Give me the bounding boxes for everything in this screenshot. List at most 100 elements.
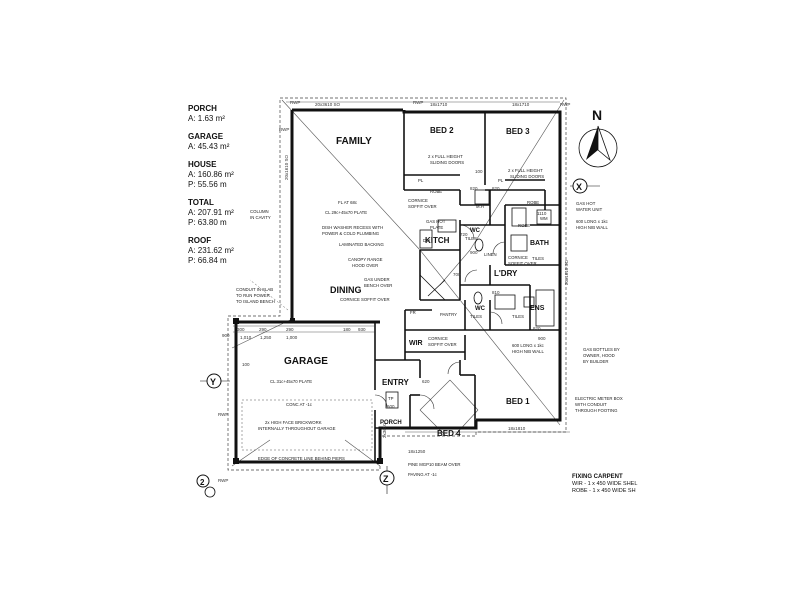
- north-label: N: [592, 107, 602, 123]
- dim-1110: 1110: [537, 211, 547, 216]
- dim-600: 600: [387, 404, 395, 409]
- dim-900-a: 900: [470, 250, 478, 255]
- dim-top-1: 20x3610 SO: [315, 102, 341, 107]
- piers: [233, 318, 383, 464]
- dim-810: 810: [492, 290, 500, 295]
- area-schedule: PORCH A: 1.63 m² GARAGE A: 45.43 m² HOUS…: [188, 104, 278, 274]
- label-robe-2: ROBE: [527, 200, 539, 205]
- dim-1000: 1,000: [286, 335, 298, 340]
- svg-text:Z: Z: [383, 474, 389, 484]
- garage-dash: [241, 279, 373, 451]
- dim-820-c: 820: [533, 326, 541, 331]
- dim-300: 300: [237, 327, 245, 332]
- note-conc: CONC AT -1c: [286, 402, 313, 407]
- room-porch: PORCH: [380, 420, 402, 426]
- note-tiles-1: TILES: [465, 236, 477, 241]
- note-cornice-1b: SOFFIT OVER: [408, 204, 437, 209]
- north-arrow: N: [578, 107, 618, 168]
- room-ldry: L'DRY: [494, 269, 518, 278]
- note-nib-wall-1: 600 LONG x 1kc: [576, 219, 609, 224]
- note-paving: PAVING AT -1c: [408, 472, 438, 477]
- note-gas-hot-plate: GAS HOT: [426, 219, 446, 224]
- dim-100-b: 100: [242, 362, 250, 367]
- note-nib-wall-1b: HIGH NIB WALL: [576, 225, 608, 230]
- area-house: HOUSE A: 160.86 m² P: 55.56 m: [188, 160, 234, 189]
- note-flat: FL AT 68c: [338, 200, 358, 205]
- note-clplate: CL 29c+45x70 PLATE: [325, 210, 367, 215]
- note-nib-wall-2b: HIGH NIB WALL: [512, 349, 544, 354]
- note-edge: EDGE OF CONCRETE LINE BEHIND PIERS: [258, 456, 345, 461]
- note-gas-hot-plate-2: PLATE: [430, 225, 443, 230]
- note-sliding-1b: SLIDING DOORS: [430, 160, 464, 165]
- note-conduit-3: TO ISLAND BENCH: [236, 299, 275, 304]
- dim-rwp-5: RWP: [218, 478, 228, 483]
- note-tiles-2: TILES: [532, 256, 544, 261]
- section-marker-y: Y: [200, 373, 230, 389]
- note-tp: TP: [388, 396, 394, 401]
- dim-100-a: 100: [475, 169, 483, 174]
- fixtures: [385, 189, 555, 409]
- note-face-brick-2: INTERNALLY THROUGHOUT GARAGE: [258, 426, 336, 431]
- dim-bot-2: 18x1810: [508, 426, 526, 431]
- room-ens: ENS: [530, 305, 545, 312]
- room-kitch: KITCH: [425, 236, 450, 245]
- note-cornice-1: CORNICE: [408, 198, 428, 203]
- note-meter-3: THROUGH FOOTING: [575, 408, 618, 413]
- room-pantry: PANTRY: [440, 312, 457, 317]
- note-cornice-4b: SOFFIT OVER: [508, 261, 537, 266]
- room-bath: BATH: [530, 240, 549, 247]
- external-walls: [234, 108, 562, 464]
- dim-290-a: 290: [259, 327, 267, 332]
- dim-720: 720: [460, 232, 468, 237]
- label-pl-2: PL: [498, 178, 504, 183]
- dim-rwp-4: RWP: [279, 127, 289, 132]
- label-robe-1: ROBE: [430, 189, 442, 194]
- svg-text:Y: Y: [210, 377, 216, 387]
- dim-1250: 1,250: [260, 335, 272, 340]
- internal-walls: [374, 112, 560, 462]
- note-sliding-2: 2 x FULL HEIGHT: [508, 168, 543, 173]
- note-mh: M.H: [476, 204, 484, 209]
- svg-text:2: 2: [200, 478, 205, 487]
- note-gas-hot-water: GAS HOT: [576, 201, 596, 206]
- dim-rwp-3: RWP: [560, 102, 570, 107]
- note-cornice-2: CORNICE SOFFIT OVER: [340, 297, 390, 302]
- note-gas-hot-water-2: WATER UNIT: [576, 207, 603, 212]
- section-marker-x: X: [570, 178, 600, 194]
- dim-1010: 1,010: [240, 335, 252, 340]
- dim-bot-1: 18x1250: [408, 449, 426, 454]
- dim-left-1: 20x1610 SO: [284, 154, 289, 180]
- label-pl-1: PL: [418, 178, 424, 183]
- note-cornice-4: CORNICE: [508, 255, 528, 260]
- dimension-lines: [233, 101, 570, 433]
- room-wc-2: WC: [475, 306, 486, 312]
- note-conduit: CONDUIT IN SLAB: [236, 287, 273, 292]
- note-dishwasher: DISH WASHER RECESS WITH: [322, 225, 383, 230]
- roof-hips: [231, 99, 565, 467]
- dim-820-b: 820: [492, 186, 500, 191]
- roof-outline: [227, 97, 567, 471]
- room-dining: DINING: [330, 285, 362, 295]
- note-column-2: IN CAVITY: [250, 215, 271, 220]
- room-bed4: BED 4: [437, 429, 461, 438]
- dim-930: 930: [358, 327, 366, 332]
- note-tiles-3: TILES: [470, 314, 482, 319]
- area-garage: GARAGE A: 45.43 m²: [188, 132, 230, 151]
- note-face-brick: 2x HIGH FACE BRICKWORK: [265, 420, 322, 425]
- dim-garage-left: 2x3610: [382, 423, 387, 438]
- room-garage: GARAGE: [284, 356, 328, 367]
- note-garage-plate: CL 31c+45x70 PLATE: [270, 379, 312, 384]
- dim-top-3: 18x1710: [512, 102, 530, 107]
- note-meter-2: WITH CONDUIT: [575, 402, 607, 407]
- note-cornice-3: CORNICE: [428, 336, 448, 341]
- note-pine-beam: PINE MGP10 BEAM OVER: [408, 462, 461, 467]
- door-swings: [374, 224, 506, 410]
- dim-900-b: 900: [538, 336, 546, 341]
- dim-right-1: 20x1610 SO: [564, 259, 569, 285]
- label-robe-3: ROBE: [518, 223, 530, 228]
- dim-820-a: 820: [470, 186, 478, 191]
- dim-top-2: 18x1710: [430, 102, 448, 107]
- north-arrow-icon: [586, 126, 598, 160]
- dim-620: 620: [422, 379, 430, 384]
